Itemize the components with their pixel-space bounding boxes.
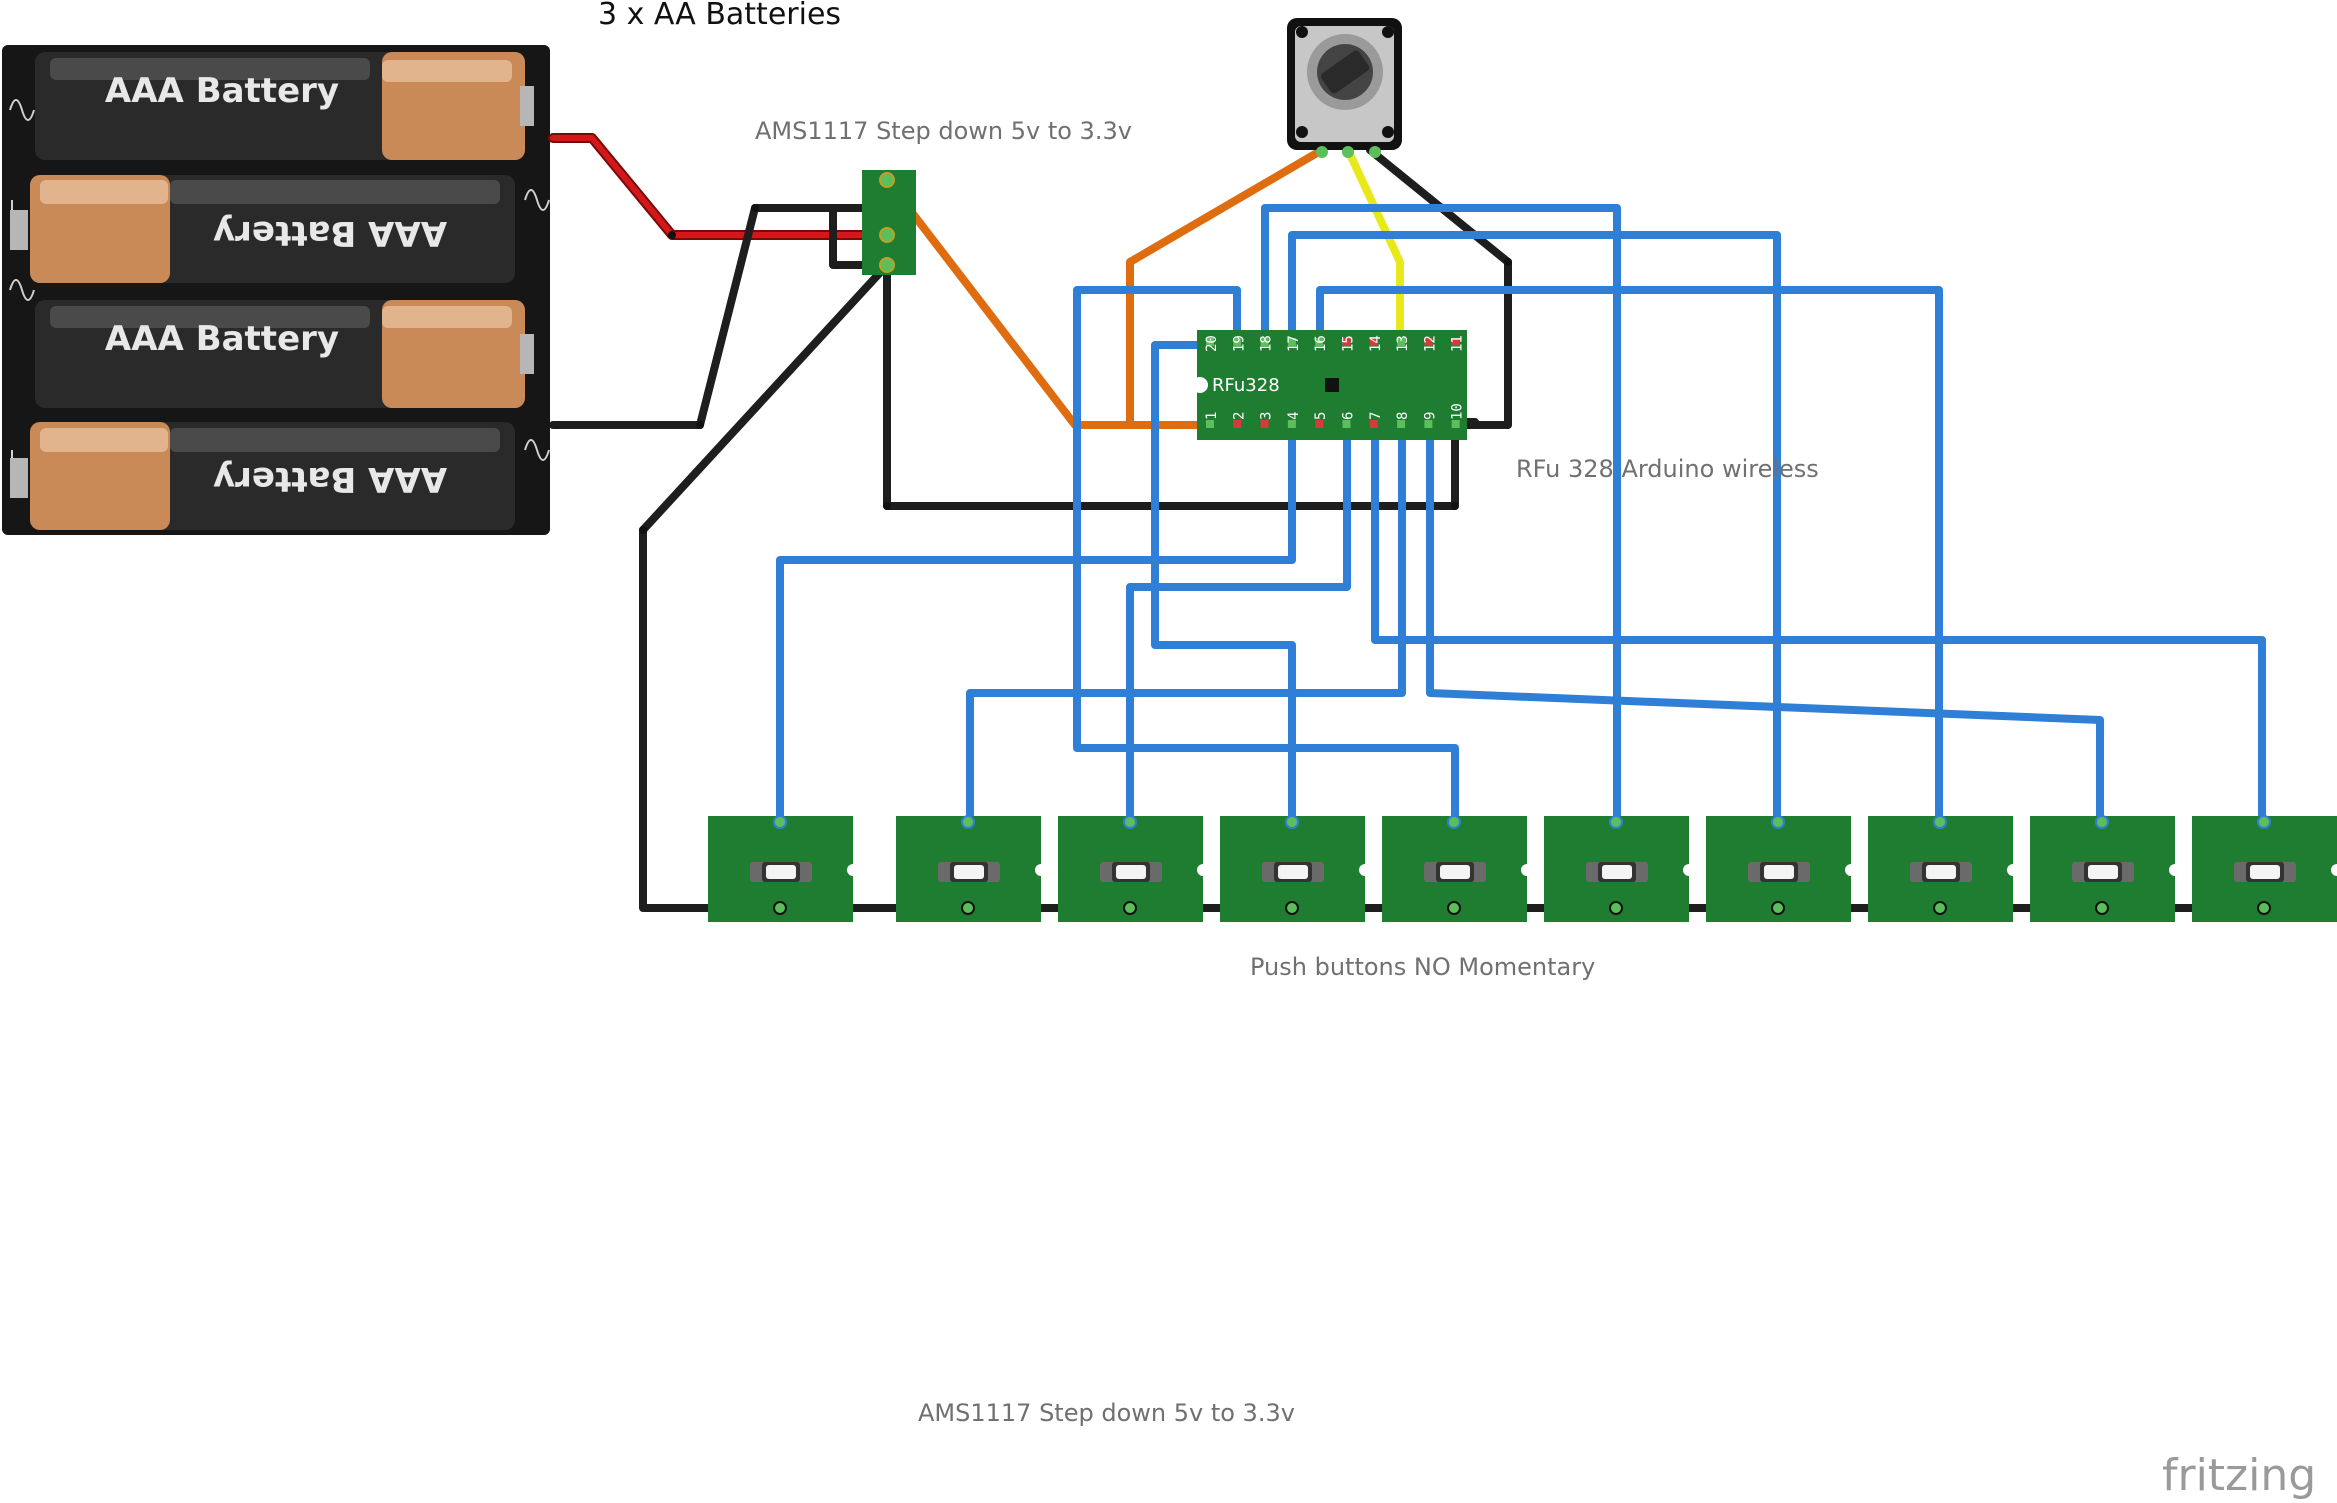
pot-pin: [1316, 146, 1328, 158]
arduino-pin-pad: [1369, 338, 1378, 346]
battery-cell: AAA Battery: [35, 300, 534, 408]
arduino-pin-pad: [1451, 338, 1460, 346]
arduino-pin-label: 16: [1313, 335, 1329, 352]
arduino-pin-pad: [1315, 420, 1324, 428]
arduino-pin-label: 6: [1341, 412, 1357, 420]
push-buttons: [708, 815, 2337, 922]
arduino-pin-label: 5: [1313, 412, 1329, 420]
push-button[interactable]: [1220, 815, 1371, 922]
potentiometer: [1287, 18, 1402, 158]
arduino-pin-label: 1: [1204, 412, 1220, 420]
buttons-label: Push buttons NO Momentary: [1250, 953, 1595, 981]
arduino-pin-label: 4: [1286, 412, 1302, 420]
push-button[interactable]: [1868, 815, 2019, 922]
ground-wires: [549, 146, 2266, 912]
arduino-pin-label: 20: [1204, 335, 1220, 352]
arduino-pin-label: 17: [1286, 335, 1302, 352]
arduino-pin-label: 19: [1231, 335, 1247, 352]
arduino-pin-label: 11: [1450, 335, 1466, 352]
battery-cell: AAA Battery: [35, 52, 534, 160]
arduino-pin-pad: [1287, 420, 1296, 428]
push-button[interactable]: [708, 815, 859, 922]
push-button[interactable]: [1382, 815, 1533, 922]
arduino-pin-label: 18: [1259, 335, 1275, 352]
push-button[interactable]: [1706, 815, 1857, 922]
arduino-pin-pad: [1369, 420, 1378, 428]
arduino-pin-pad: [1287, 338, 1296, 346]
arduino-pin-pad: [1260, 338, 1269, 346]
battery-cell: AAA Battery: [10, 175, 515, 283]
arduino-pin-pad: [1206, 420, 1214, 428]
arduino-pin-label: 7: [1368, 412, 1384, 420]
arduino-pin-pad: [1233, 338, 1242, 346]
battery-cell: AAA Battery: [10, 422, 515, 530]
regulator-label: AMS1117 Step down 5v to 3.3v: [755, 117, 1132, 145]
pot-pin: [1342, 146, 1354, 158]
wires: [548, 133, 2266, 912]
arduino-pin-label: 14: [1368, 335, 1384, 352]
signal-wires: [776, 204, 2266, 826]
arduino-pin-label: 10: [1450, 403, 1466, 420]
push-button[interactable]: [2192, 815, 2337, 922]
pot-wiper-wire: [1344, 146, 1404, 349]
regulator-label-bottom: AMS1117 Step down 5v to 3.3v: [918, 1399, 1295, 1427]
arduino-pin-pad: [1424, 420, 1433, 428]
regulator-module: [862, 170, 916, 275]
arduino-pin-pad: [1451, 420, 1460, 428]
power-wire-core: [550, 135, 890, 238]
battery-cell-label: AAA Battery: [105, 319, 339, 359]
arduino-pin-pad: [1315, 338, 1324, 346]
push-button[interactable]: [896, 815, 1047, 922]
arduino-pin-label: 13: [1395, 335, 1411, 352]
wire-junctions: [639, 204, 1512, 534]
arduino-top-pins: 20 19 18 17 16 15 14 13 12 11: [1204, 335, 1466, 352]
arduino-pin-label: 12: [1422, 335, 1438, 352]
battery-cell-label: AAA Battery: [213, 459, 447, 499]
battery-title: 3 x AA Batteries: [598, 0, 841, 32]
battery-cell-label: AAA Battery: [105, 71, 339, 111]
push-button[interactable]: [1058, 815, 1209, 922]
arduino-pin-pad: [1233, 420, 1242, 428]
battery-pack: AAA Battery AAA Battery AAA Battery: [2, 45, 550, 535]
arduino-pin-pad: [1397, 420, 1406, 428]
battery-contacts-right: [524, 189, 550, 461]
arduino-pin-pad: [1342, 338, 1351, 346]
regulator-pin: [879, 257, 895, 273]
arduino-pin-pad: [1260, 420, 1269, 428]
arduino-pin-pad: [1206, 338, 1214, 346]
arduino-pin-label: 3: [1259, 412, 1275, 420]
arduino-pin-label: 9: [1422, 412, 1438, 420]
regulator-pin: [879, 172, 895, 188]
arduino-chip-name: RFu328: [1212, 375, 1280, 396]
push-button[interactable]: [2030, 815, 2181, 922]
arduino-pin-pad: [1397, 338, 1406, 346]
arduino-pin-label: 15: [1341, 335, 1357, 352]
regulator-pin: [879, 227, 895, 243]
pot-pin: [1369, 146, 1381, 158]
arduino-pin-label: 8: [1395, 412, 1411, 420]
arduino-bottom-pins: 1 2 3 4 5 6 7 8 9 10: [1204, 403, 1466, 428]
arduino-pin-pad: [1424, 338, 1433, 346]
arduino-pin-pad: [1342, 420, 1351, 428]
battery-cell-label: AAA Battery: [213, 213, 447, 253]
push-button[interactable]: [1544, 815, 1695, 922]
arduino-chip-icon: [1325, 378, 1339, 392]
arduino-pin-label: 2: [1231, 412, 1247, 420]
arduino-label: RFu 328 Arduino wireless: [1516, 455, 1819, 483]
fritzing-logo: fritzing: [2162, 1450, 2316, 1501]
